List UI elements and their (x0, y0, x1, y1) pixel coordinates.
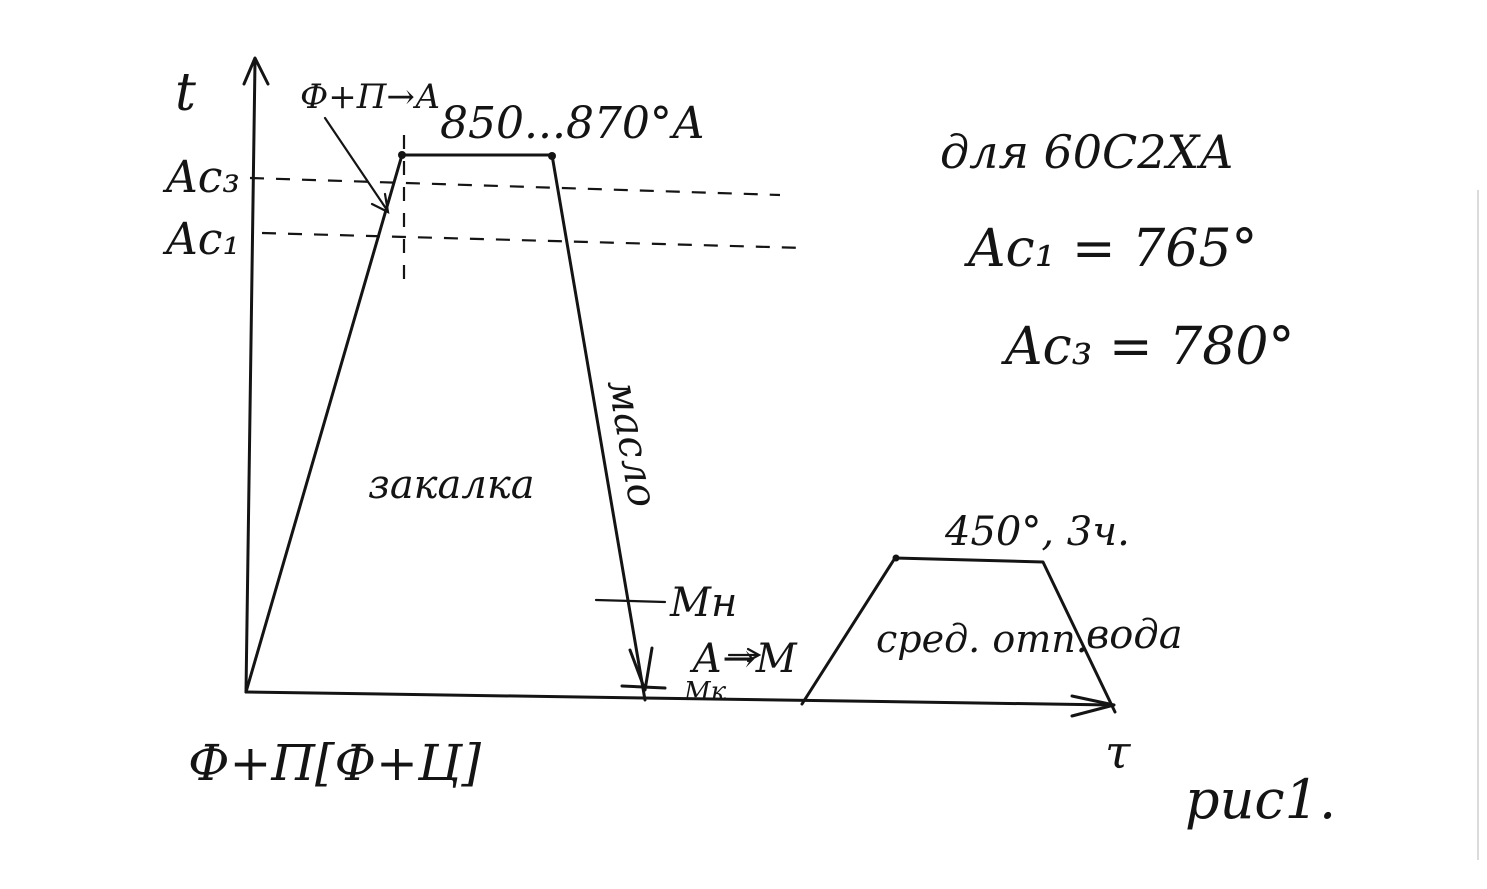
figure-caption: рис1. (1185, 768, 1336, 831)
x-axis-label: τ (1105, 725, 1132, 779)
origin-phase-label: Ф+П[Ф+Ц] (188, 734, 482, 792)
hold-start-dot (398, 151, 406, 159)
quench-curve (244, 153, 647, 702)
ms-line (594, 598, 667, 604)
transform-label: Ф+П→А (300, 77, 441, 117)
quench-arrowhead (628, 646, 654, 692)
y-axis (242, 56, 270, 694)
mf-tick (620, 684, 667, 690)
austenite-to-martensite-label: А→М (689, 636, 798, 682)
mf-label: Мк (683, 677, 727, 707)
transform-pointer-arrow (323, 116, 390, 214)
ac1-label: Ac₁ (162, 214, 240, 265)
temper-curve (800, 556, 1117, 714)
steel-grade-label: для 60С2ХА (940, 125, 1234, 179)
ac1-dashed-line (261, 231, 806, 250)
stage-quench-label: закалка (368, 462, 535, 508)
x-axis (244, 690, 1116, 718)
ms-label: Мн (669, 580, 737, 626)
ac3-label: Ac₃ (162, 152, 240, 203)
ac1-value-label: Ac₁ = 765° (964, 219, 1257, 279)
hold-temperature-label: 850...870°А (440, 98, 705, 149)
ac3-value-label: Ac₃ = 780° (1001, 317, 1294, 377)
y-axis-label: t (175, 63, 196, 123)
temper-start-dot (892, 554, 900, 562)
temper-temperature-label: 450°, 3ч. (944, 509, 1130, 555)
hold-end-dot (548, 152, 556, 160)
temper-cooling-label: вода (1086, 612, 1183, 658)
a-to-m-arrow (727, 647, 762, 663)
stage-temper-label: сред. отп. (876, 617, 1088, 661)
ac3-dashed-line (249, 176, 781, 197)
